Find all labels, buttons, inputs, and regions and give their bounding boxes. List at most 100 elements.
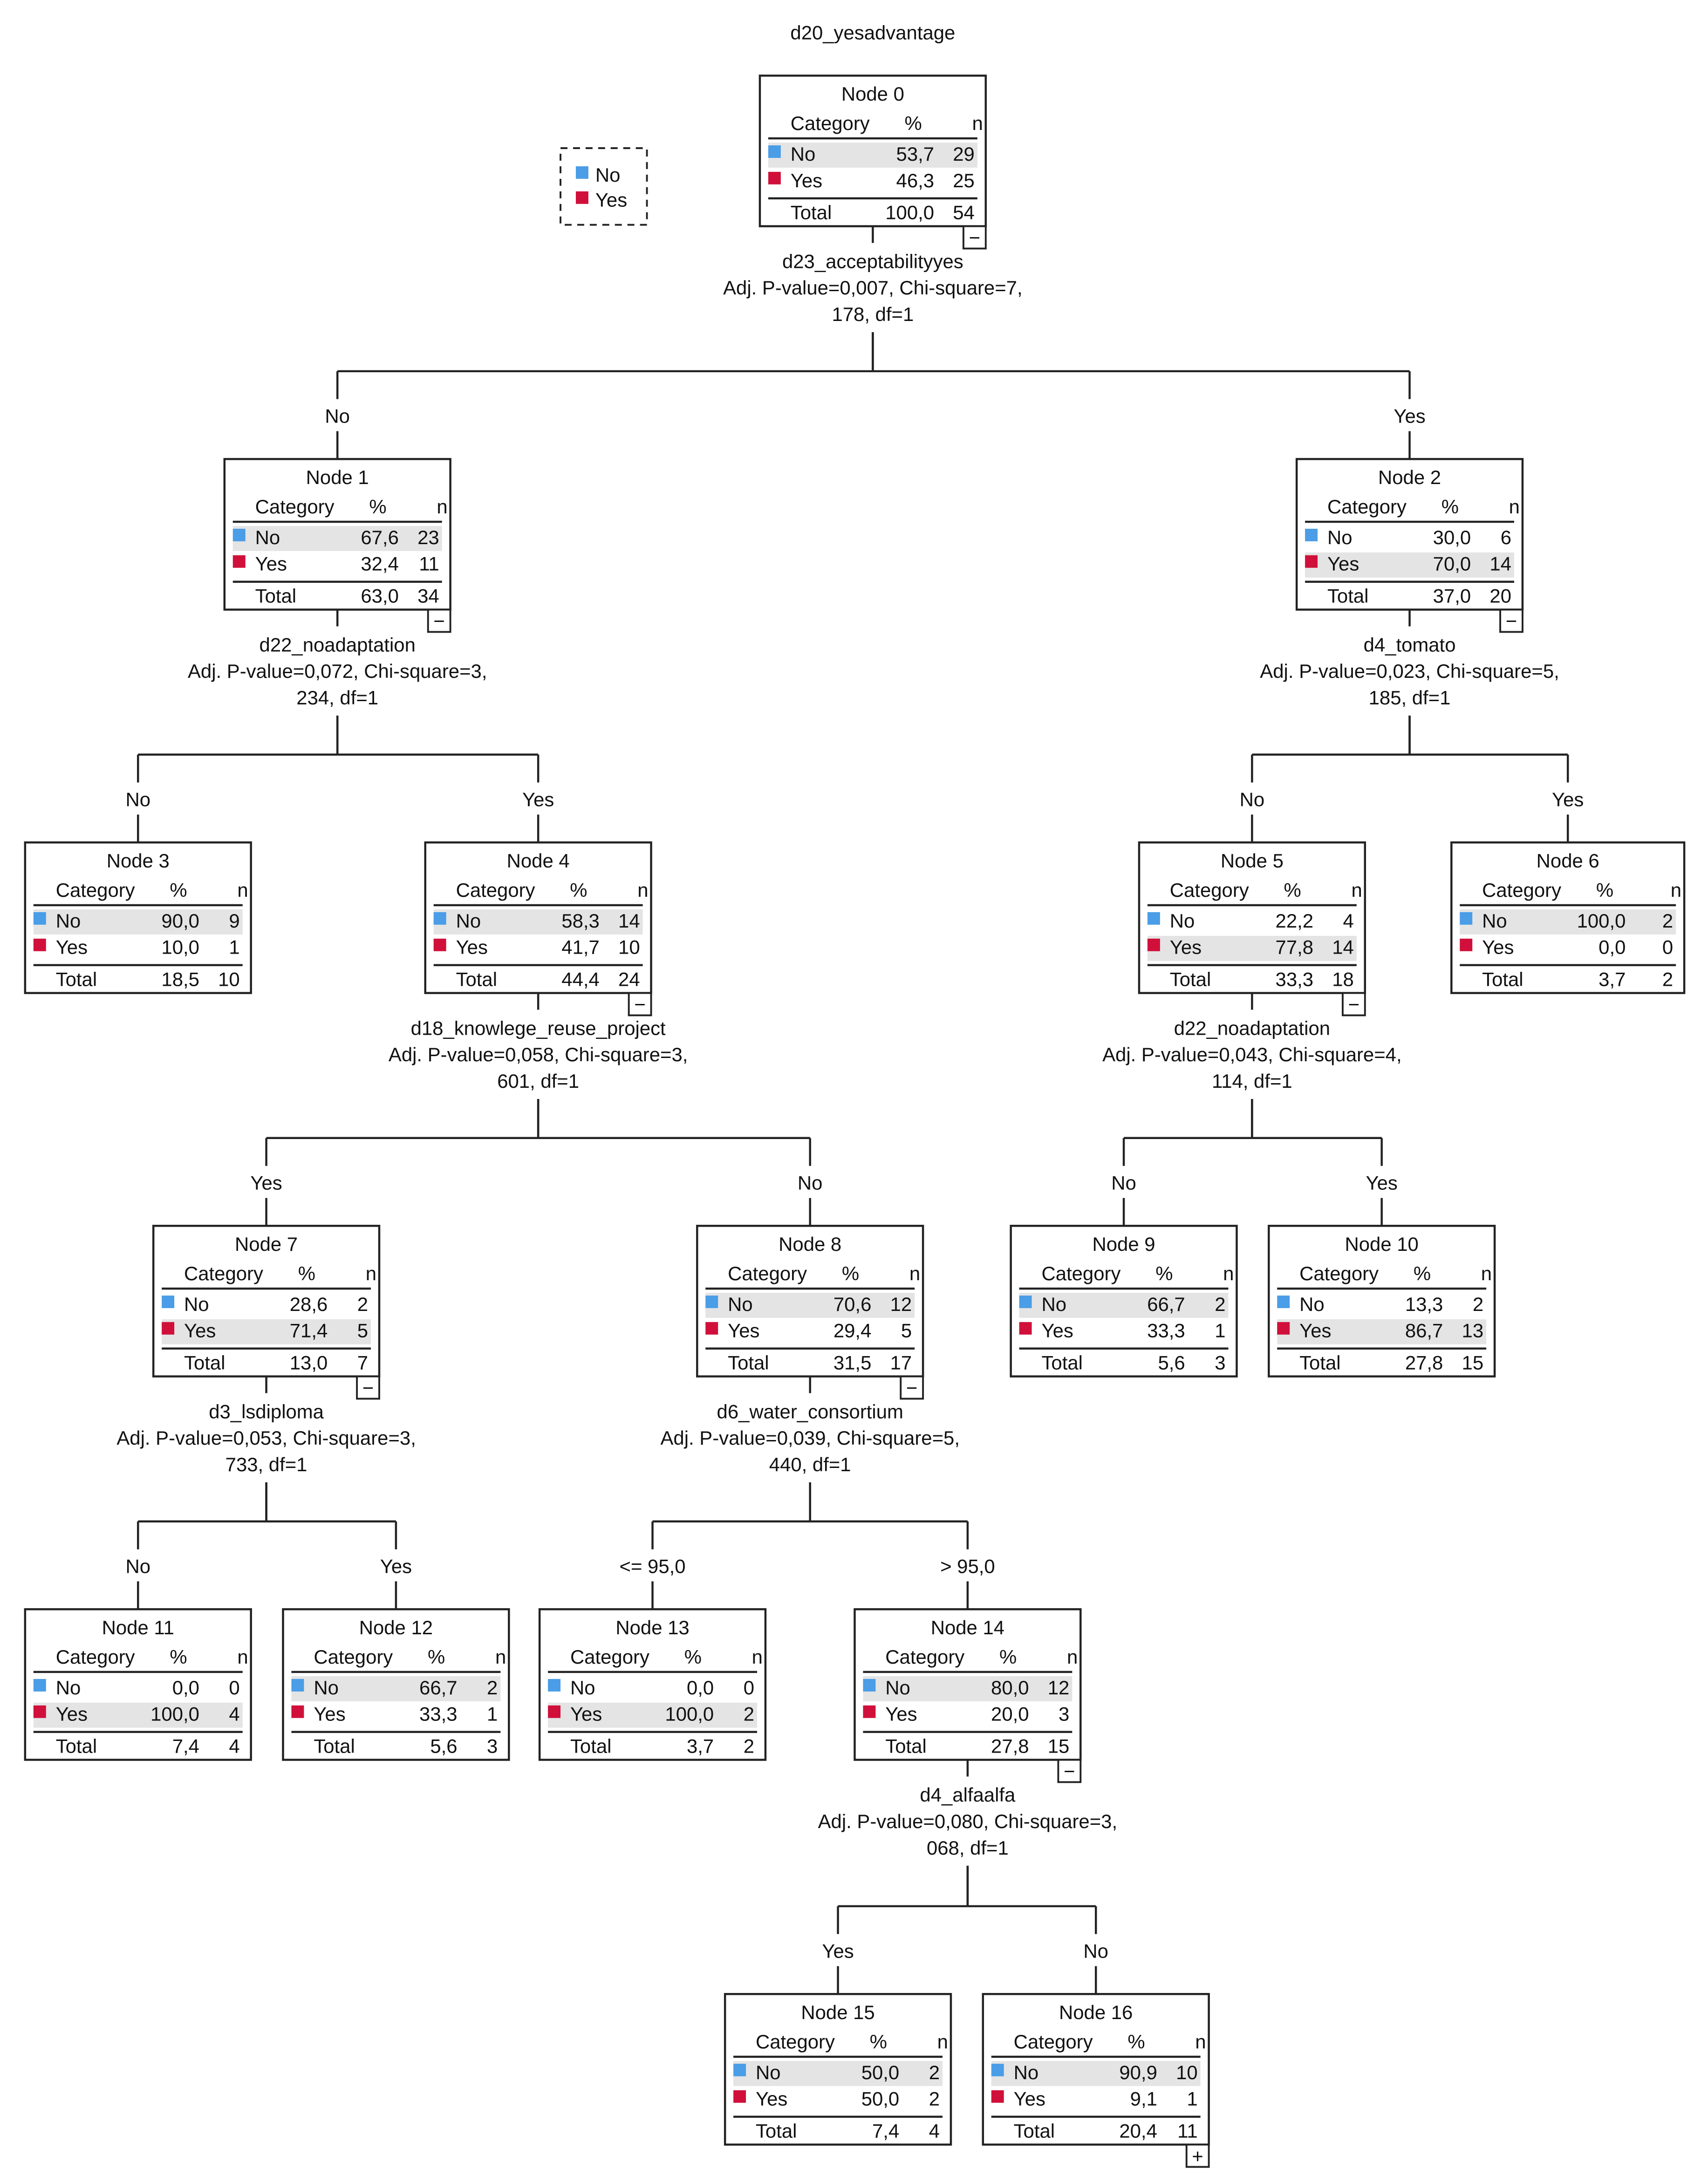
header-percent: % [1284,879,1301,901]
total-percent: 3,7 [1599,969,1626,990]
total-n: 18 [1332,969,1354,990]
node-box[interactable] [24,1608,252,1761]
collapse-button[interactable]: − [427,608,451,633]
node-box[interactable] [1138,841,1366,994]
header-n: n [1671,879,1681,901]
split-statistics: Adj. P-value=0,080, Chi-square=3, [818,1810,1117,1832]
toggle-box[interactable] [1341,992,1366,1017]
total-label: Total [885,1735,926,1757]
row-category: No [791,143,816,165]
row-n: 4 [229,1703,239,1725]
row-n: 10 [618,936,640,958]
toggle-box[interactable] [1499,608,1523,633]
category-swatch-yes [548,1705,561,1718]
total-label: Total [1482,969,1523,990]
header-percent: % [870,2031,887,2053]
header-n: n [972,112,983,134]
node-box[interactable] [1268,1225,1496,1378]
toggle-box[interactable] [1057,1759,1082,1783]
row-n: 1 [487,1703,498,1725]
row-category: No [1014,2061,1039,2083]
collapse-button[interactable]: − [1057,1759,1082,1783]
split-variable: d22_noadaptation [1174,1017,1330,1039]
row-percent: 20,0 [991,1703,1029,1725]
total-n: 10 [218,969,240,990]
modal-row-highlight [768,143,977,168]
header-percent: % [684,1646,702,1668]
row-category: Yes [1014,2088,1045,2110]
node-box[interactable] [1295,458,1524,611]
plus-icon: + [1192,2145,1203,2167]
tree-title: d20_yesadvantage [790,22,955,44]
category-swatch-yes [863,1705,876,1718]
header-n: n [1509,496,1520,518]
collapse-button[interactable]: − [1499,608,1523,633]
row-n: 2 [357,1293,368,1315]
header-percent: % [1127,2031,1145,2053]
node-label: Node 15 [801,2001,874,2023]
row-category: No [885,1677,910,1699]
header-n: n [637,879,648,901]
modal-row-highlight [1147,935,1357,961]
category-swatch-yes [162,1322,175,1335]
header-percent: % [1441,496,1459,518]
node-label: Node 6 [1537,850,1599,872]
category-swatch-no [33,912,46,925]
total-label: Total [1041,1352,1082,1374]
row-category: No [570,1677,595,1699]
row-percent: 77,8 [1276,936,1314,958]
row-category: No [456,910,481,932]
toggle-box[interactable] [962,225,987,250]
row-category: No [1482,910,1507,932]
minus-icon: − [634,993,645,1015]
toggle-box[interactable] [356,1375,380,1400]
toggle-box[interactable] [427,608,451,633]
modal-row-highlight [863,1676,1073,1701]
total-label: Total [255,585,296,607]
expand-button[interactable]: + [1185,2143,1210,2168]
row-n: 0 [1662,936,1673,958]
toggle-box[interactable] [1185,2143,1210,2168]
collapse-button[interactable]: − [628,992,652,1017]
header-category: Category [1299,1263,1379,1284]
collapse-button[interactable]: − [962,225,987,250]
row-n: 12 [890,1293,912,1315]
row-n: 1 [229,936,239,958]
legend-swatch-yes [575,191,588,204]
total-percent: 63,0 [361,585,399,607]
modal-row-highlight [733,2061,943,2086]
row-percent: 100,0 [665,1703,714,1725]
collapse-button[interactable]: − [356,1375,380,1400]
node-label: Node 2 [1378,466,1441,488]
header-category: Category [1482,879,1561,901]
modal-row-highlight [1277,1319,1487,1345]
header-percent: % [1414,1263,1431,1284]
header-category: Category [1327,496,1407,518]
node-label: Node 4 [507,850,570,872]
row-category: No [255,526,280,548]
toggle-box[interactable] [628,992,652,1017]
header-percent: % [842,1263,859,1284]
row-n: 10 [1176,2061,1198,2083]
total-n: 2 [1662,969,1673,990]
total-label: Total [456,969,497,990]
category-swatch-no [433,912,446,925]
row-percent: 41,7 [561,936,600,958]
row-percent: 33,3 [419,1703,458,1725]
toggle-box[interactable] [900,1375,924,1400]
total-percent: 13,0 [290,1352,328,1374]
node-box[interactable] [152,1225,381,1378]
split-statistics: Adj. P-value=0,053, Chi-square=3, [116,1427,416,1449]
collapse-button[interactable]: − [900,1375,924,1400]
split-variable: d23_acceptabilityyes [782,250,963,272]
branch-label: No [798,1172,823,1194]
collapse-button[interactable]: − [1341,992,1366,1017]
node-box[interactable] [538,1608,767,1761]
category-swatch-yes [1305,555,1318,568]
header-category: Category [56,879,135,901]
